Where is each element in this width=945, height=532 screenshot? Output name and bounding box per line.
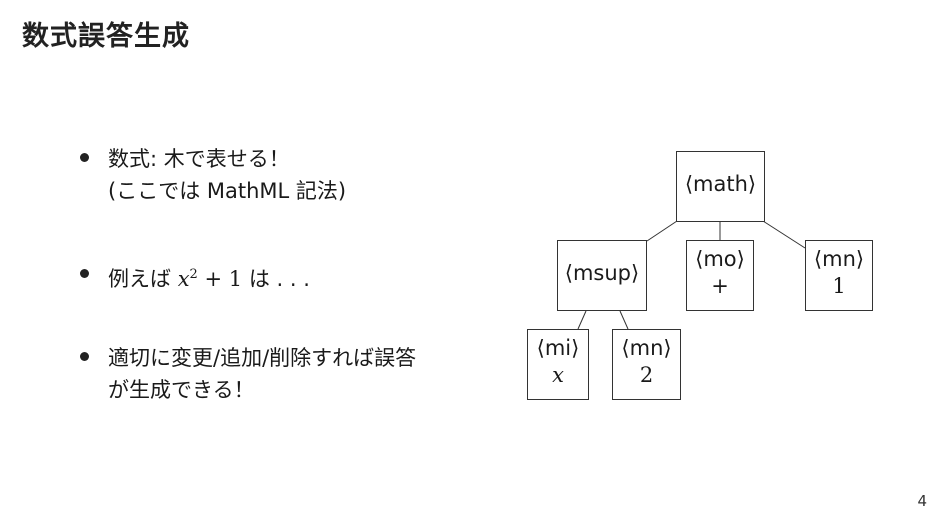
tree-node-mo: ⟨mo⟩ + (686, 240, 754, 311)
node-value: x (552, 363, 564, 387)
edge-msup-mn2 (619, 310, 629, 330)
bullet-dot (80, 269, 89, 278)
bullet-text: 適切に変更/追加/削除すれば誤答 (108, 346, 417, 370)
bullet-subtext: が生成できる！ (108, 378, 255, 402)
edge-math-mn1 (762, 220, 806, 249)
tree-node-math: ⟨math⟩ (676, 151, 765, 222)
bullet-item-tree: 数式: 木で表せる！ (ここでは MathML 記法) (80, 143, 346, 207)
tree-node-mn-1: ⟨mn⟩ 1 (805, 240, 873, 311)
tree-node-mn-2: ⟨mn⟩ 2 (612, 329, 681, 400)
node-tag: ⟨mn⟩ (621, 336, 672, 360)
edge-msup-mi (577, 310, 587, 330)
node-tag: ⟨mo⟩ (695, 247, 745, 271)
tree-node-msup: ⟨msup⟩ (557, 240, 647, 311)
node-value: + (711, 274, 729, 298)
node-value: 2 (639, 363, 654, 387)
bullet-text: は . . . (248, 267, 310, 291)
bullet-text: 数式: (108, 147, 158, 171)
bullet-item-generation: 適切に変更/追加/削除すれば誤答 が生成できる！ (80, 342, 416, 406)
math-variable: x (177, 267, 190, 291)
bullet-dot (80, 153, 89, 162)
bullet-item-example: 例えば x2 + 1 は . . . (80, 259, 310, 295)
edge-math-msup (646, 220, 678, 242)
node-tag: ⟨mn⟩ (813, 247, 865, 271)
node-tag: ⟨math⟩ (684, 172, 757, 196)
node-tag: ⟨mi⟩ (536, 336, 580, 360)
bullet-dot (80, 352, 89, 361)
bullet-text: 木で表せる！ (163, 147, 290, 171)
slide-title: 数式誤答生成 (22, 21, 190, 52)
bullet-text: 例えば (108, 267, 171, 291)
page-number: 4 (917, 492, 927, 510)
node-value: 1 (832, 274, 846, 298)
tree-node-mi: ⟨mi⟩ x (527, 329, 589, 400)
math-exponent: 2 (189, 267, 198, 282)
node-tag: ⟨msup⟩ (564, 261, 640, 285)
math-expression: + 1 (204, 267, 243, 291)
bullet-subtext: (ここでは MathML 記法) (108, 179, 347, 203)
